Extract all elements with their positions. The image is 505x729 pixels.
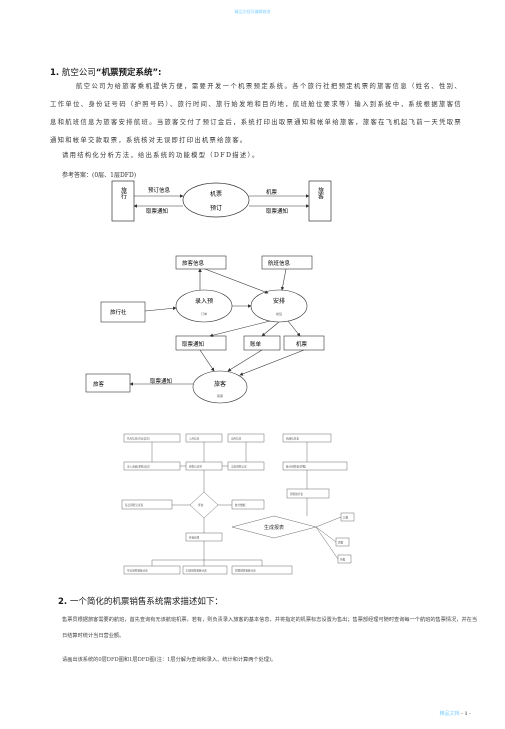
d3-row2-3: 统计销售量(周报) [286, 465, 306, 469]
dfd0-flow-pickup-right: 取票通知 [266, 207, 288, 215]
process-entry-sub: 订单 [201, 311, 207, 316]
d3-bottom-0: 单日销售量统计表 [127, 569, 148, 573]
dfd1: 旅客信息 航班信息 旅行社 录入预 订单 安排 航班 取票通知 账单 机票 旅客… [85, 255, 325, 404]
out-pickup-notice [175, 335, 227, 351]
dfd0-flow-ticket: 机票 [266, 188, 278, 196]
d3-small-1: 周报 [338, 541, 344, 545]
dfd0-process-line2: 预订 [210, 204, 222, 212]
footer-left: 精品文档 [439, 711, 460, 717]
d3-row1-2: 出库信息 [231, 437, 242, 441]
process-arrange [250, 289, 308, 323]
dfd0-left-entity-label: 旅行 [120, 186, 127, 200]
entity-agency-label: 旅行社 [110, 308, 127, 316]
dfd0-flow-booking: 预订信息 [148, 186, 171, 194]
d3-row2-1: 销售记录单 [189, 465, 202, 469]
d3-bottom-2: 周期销售量统计表 [235, 569, 256, 573]
out-bill-label: 账单 [250, 340, 262, 348]
q1-requirement: 请用结构化分析方法，给出系统的功能模型（DFD描述）。 [62, 152, 260, 159]
d3-row1-0: 仓库信息(库存信息) [127, 437, 150, 441]
d3-bottom-1: 时段销售量统计表 [186, 569, 207, 573]
d3-box-left: 每日销售记录表 [125, 503, 144, 507]
out-ticket-label: 机票 [296, 340, 308, 348]
q1-reference: 参考答案：(0层、1层DFD) [62, 172, 137, 179]
entity-agency [100, 301, 146, 323]
dfd0-flow-pickup-left: 取票通知 [146, 207, 168, 215]
q2-title-text: 一个简化的机票销售系统需求描述如下： [69, 597, 223, 607]
q1-title-prefix: 航空公司 [61, 68, 96, 78]
process-entry-label: 录入预 [195, 297, 213, 305]
store-flight-info [261, 255, 313, 270]
page-footer: 精品文档 - 1 - [440, 710, 471, 717]
out-pickup-notice-label: 取票通知 [182, 340, 204, 348]
process-arrange-label: 安排 [273, 297, 285, 305]
d3-box-below: 查询结果 [189, 536, 200, 540]
page-header: 精品文档可编辑修改 [234, 9, 271, 14]
d3-row1-3: 商品信息表 [286, 437, 299, 441]
q2-paragraph1: 售票员根据旅客需要的航班，首先查询有无该航班机票，若有，则负责录入旅客的基本信息… [62, 617, 478, 639]
d3-big-diamond: 生成报表 [264, 524, 284, 531]
entity-passenger-label: 旅客 [93, 380, 105, 388]
q2-paragraph2: 请画出该系统的0层DFD图和1层DFD图(注：1层分解为查询和录入、统计和计算两… [62, 657, 277, 663]
dfd0-left-entity [111, 180, 135, 222]
d3-row1-1: 入库信息 [189, 437, 200, 441]
footer-page-number: - 1 - [461, 711, 471, 717]
dfd0-right-entity-label: 旅客 [317, 186, 324, 200]
q1-paragraph: 航空公司为给旅客乘机提供方便，需要开发一个机票预定系统。各个旅行社把预定机票的旅… [50, 83, 462, 144]
process-passenger [192, 370, 248, 404]
d3-small-0: 日报 [343, 516, 349, 520]
dfd0-right-entity [308, 180, 332, 222]
process-entry [175, 289, 233, 323]
d3-row2-0: 录入商品(采购)信息 [127, 465, 150, 469]
dfd0-process [182, 182, 250, 218]
flow-pickup-notice: 取票通知 [150, 377, 172, 385]
process-arrange-sub: 航班 [276, 311, 282, 316]
process-passenger-sub: 取票 [217, 393, 223, 398]
q2-number: 2. [58, 597, 68, 607]
d3-box-right: 销售统计表 [290, 492, 303, 496]
store-flight-info-label: 航班信息 [268, 259, 291, 267]
d3-row2-2: 当天销售记录 [231, 465, 247, 469]
q1-title-bold: “机票预定系统”: [95, 68, 162, 78]
dfd0: 旅行 机票 预订 旅客 预订信息 取票通知 机票 取票通知 [111, 180, 332, 222]
d3-small-2: 月报 [340, 558, 346, 562]
d3-diamond: 查询 [198, 503, 204, 507]
store-passenger-info-label: 旅客信息 [182, 259, 205, 267]
process-passenger-label: 旅客 [214, 380, 226, 388]
q2-title: 2. 一个简化的机票销售系统需求描述如下： [58, 595, 223, 607]
diagram3: 仓库信息(库存信息) 入库信息 出库信息 商品信息表 录入商品(采购)信息 销售… [121, 433, 355, 575]
q1-number: 1. [50, 68, 60, 78]
q1-title: 1. 航空公司“机票预定系统”: [50, 66, 161, 78]
dfd0-process-line1: 机票 [210, 190, 222, 198]
d3-box-mid: 统计数据 [235, 503, 246, 507]
